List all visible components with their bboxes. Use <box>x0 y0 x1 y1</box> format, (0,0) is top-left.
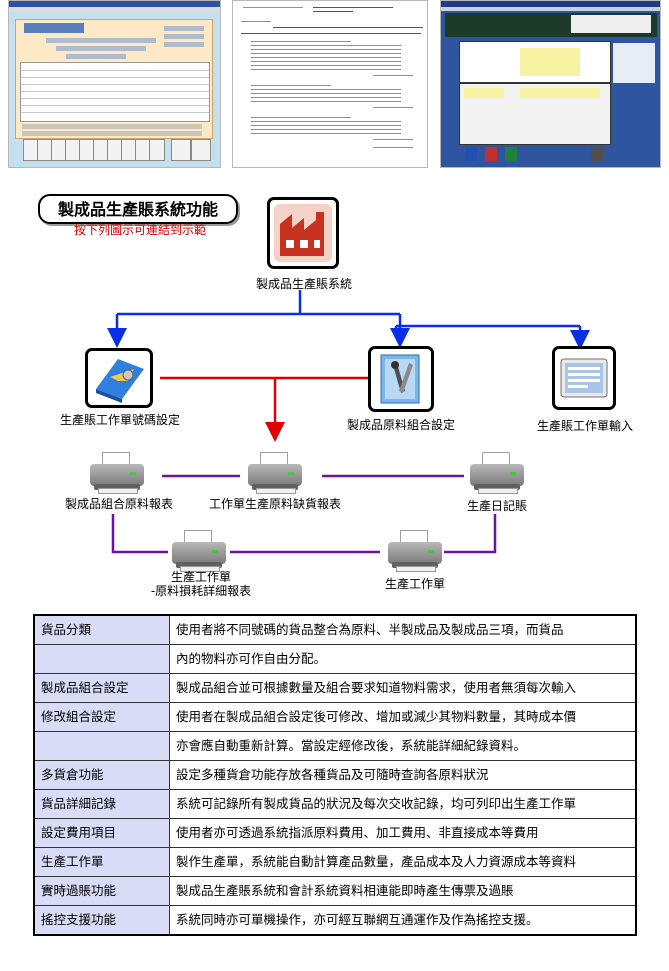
toolbar-icon <box>465 147 477 161</box>
window-titlebar <box>9 1 220 7</box>
form-row <box>164 42 204 47</box>
form-row <box>56 46 146 51</box>
form-row <box>22 124 202 129</box>
printer-icon[interactable] <box>246 450 304 494</box>
material-combo-node[interactable] <box>368 346 434 412</box>
table-row: 生產工作單製作生產單，系統能自動計算產品數量，產品成本及人力資源成本等資料 <box>33 847 637 877</box>
factory-icon <box>274 204 332 262</box>
page-title: 製成品生產賬系統功能 <box>57 200 218 219</box>
feature-name-cell: 實時過賬功能 <box>33 876 170 906</box>
menu-bar <box>9 7 220 12</box>
label-work-order-input: 生產賬工作單輸入 <box>536 419 633 433</box>
menu-bar <box>441 7 660 11</box>
feature-desc-cell: 內的物料亦可作自由分配。 <box>169 644 637 674</box>
table-row: 亦會應自動重新計算。當設定經修改後，系統能詳細紀錄資料。 <box>33 731 637 761</box>
table-row: 修改組合設定使用者在製成品組合設定後可修改、增加或減少其物料數量，其時成本價 <box>33 702 637 732</box>
label-main-system: 製成品生產賬系統 <box>255 277 352 291</box>
toolbar-buttons <box>23 139 213 161</box>
feature-name-cell: 貨品分類 <box>33 614 170 645</box>
table-row: 設定費用項目使用者亦可透過系統指派原料費用、加工費用、非直接成本等費用 <box>33 818 637 848</box>
detail-grid <box>459 83 611 145</box>
form-row <box>164 34 204 39</box>
printer-icon[interactable] <box>386 528 444 572</box>
main-system-node[interactable] <box>267 197 339 269</box>
feature-desc-cell: 製成品生產賬系統和會計系統資料相連能即時產生傳票及過賬 <box>169 876 637 906</box>
form-row <box>46 38 156 43</box>
printer-icon[interactable] <box>88 450 146 494</box>
table-row: 貨品分類使用者將不同號碼的貨品整合為原料、半製成品及製成品三項，而貨品 <box>33 614 637 645</box>
table-row: 內的物料亦可作自由分配。 <box>33 644 637 674</box>
form-title-bar <box>24 23 84 33</box>
feature-name-cell: 搖控支援功能 <box>33 905 170 936</box>
screenshot-sales-form[interactable] <box>8 0 221 168</box>
feature-desc-cell: 系統可記錄所有製成貨品的狀況及每次交收記錄，均可列印出生產工作單 <box>169 789 637 819</box>
form-panel <box>15 19 213 139</box>
feature-name-cell: 多貨倉功能 <box>33 760 170 790</box>
label-material-combo: 製成品原料組合設定 <box>346 418 455 432</box>
feature-desc-cell: 使用者在製成品組合設定後可修改、增加或減少其物料數量，其時成本價 <box>169 702 637 732</box>
feature-name-cell: 修改組合設定 <box>33 702 170 732</box>
form-row <box>22 131 202 136</box>
toolbar-icon <box>591 147 603 161</box>
banner-title <box>571 15 651 33</box>
window-titlebar <box>441 1 660 7</box>
flow-connectors <box>107 290 590 554</box>
feature-name-cell <box>33 644 170 674</box>
feature-desc-cell: 製成品組合並可根據數量及組合要求知道物料需求，使用者無須每次輸入 <box>169 673 637 703</box>
feature-name-cell: 生產工作單 <box>33 847 170 877</box>
table-row: 實時過賬功能製成品生產賬系統和會計系統資料相連能即時產生傳票及過賬 <box>33 876 637 906</box>
label-combo-report: 製成品組合原料報表 <box>64 497 173 511</box>
screenshot-material-form[interactable] <box>440 0 661 168</box>
feature-name-cell: 貨品詳細記錄 <box>33 789 170 819</box>
red-connectors <box>160 376 378 442</box>
feature-desc-cell: 使用者亦可透過系統指派原料費用、加工費用、非直接成本等費用 <box>169 818 637 848</box>
feature-name-cell <box>33 731 170 761</box>
feature-name-cell: 設定費用項目 <box>33 818 170 848</box>
purple-connectors <box>111 474 497 554</box>
feature-desc-cell: 設定多種貨倉功能存放各種貨品及可隨時查詢各原料狀況 <box>169 760 637 790</box>
label-order-number: 生產賬工作單號碼設定 <box>59 413 180 427</box>
table-row: 製成品組合設定製成品組合並可根據數量及組合要求知道物料需求，使用者無須每次輸入 <box>33 673 637 703</box>
folder-tools-icon <box>380 354 420 404</box>
page-subtitle: 按下列圖示可連結到示範 <box>73 223 206 237</box>
label-loss-report: 生產工作單 -原料損耗詳細報表 <box>136 570 266 598</box>
form-grid <box>20 62 210 122</box>
feature-desc-cell: 亦會應自動重新計算。當設定經修改後，系統能詳細紀錄資料。 <box>169 731 637 761</box>
settings-book-icon <box>96 359 144 403</box>
title-box: 製成品生產賬系統功能 <box>38 194 238 224</box>
feature-desc-cell: 使用者將不同號碼的貨品整合為原料、半製成品及製成品三項，而貨品 <box>169 614 637 645</box>
blue-connectors <box>107 290 590 350</box>
order-number-node[interactable] <box>85 348 153 408</box>
label-loss-report-line2: -原料損耗詳細報表 <box>150 584 252 598</box>
toolbar-icon <box>505 147 517 161</box>
form-row <box>164 26 204 31</box>
label-work-order: 生產工作單 <box>384 577 445 591</box>
form-row <box>66 54 126 59</box>
table-row: 搖控支援功能系統同時亦可單機操作，亦可經互聯網互通運作及作為搖控支援。 <box>33 905 637 936</box>
screen-panel-icon <box>560 358 608 398</box>
side-panel <box>613 43 655 83</box>
label-shortage-report: 工作單生產原料缺貨報表 <box>208 497 341 511</box>
printer-icon[interactable] <box>468 450 526 494</box>
feature-desc-cell: 系統同時亦可單機操作，亦可經互聯網互通運作及作為搖控支援。 <box>169 905 637 936</box>
table-row: 多貨倉功能設定多種貨倉功能存放各種貨品及可隨時查詢各原料狀況 <box>33 760 637 790</box>
feature-table: 貨品分類使用者將不同號碼的貨品整合為原料、半製成品及製成品三項，而貨品內的物料亦… <box>33 614 637 936</box>
toolbar-icon <box>485 147 497 161</box>
label-loss-report-line1: 生產工作單 <box>170 570 231 584</box>
table-row: 貨品詳細記錄系統可記錄所有製成貨品的狀況及每次交收記錄，均可列印出生產工作單 <box>33 789 637 819</box>
form-panel <box>459 41 611 83</box>
screenshot-report[interactable] <box>232 0 428 168</box>
label-daily-log: 生產日記賬 <box>466 499 527 513</box>
work-order-input-node[interactable] <box>552 346 616 410</box>
feature-desc-cell: 製作生產單，系統能自動計算產品數量，產品成本及人力資源成本等資料 <box>169 847 637 877</box>
printer-icon[interactable] <box>170 528 228 572</box>
feature-name-cell: 製成品組合設定 <box>33 673 170 703</box>
